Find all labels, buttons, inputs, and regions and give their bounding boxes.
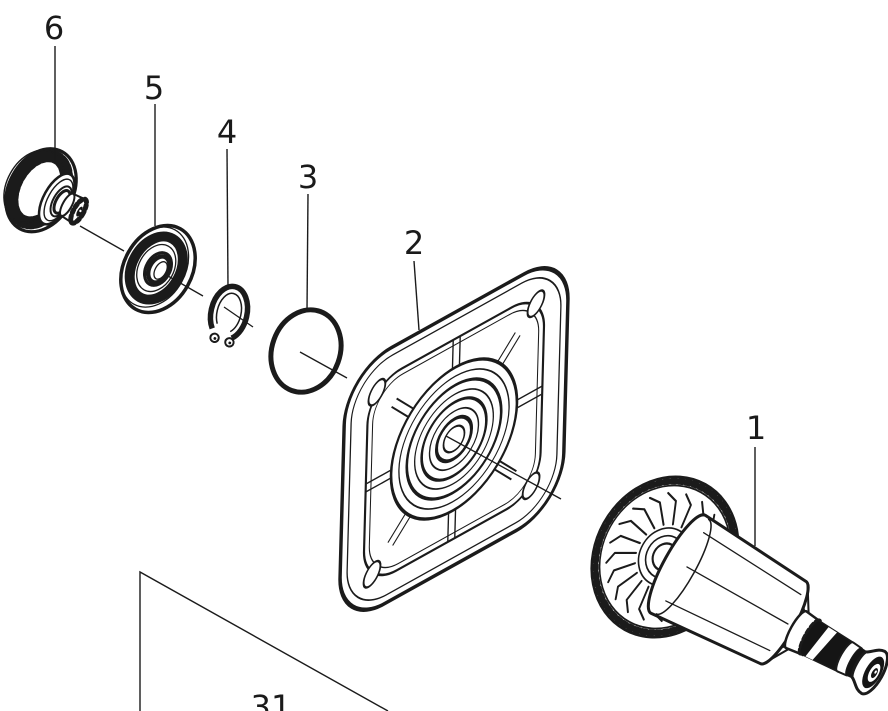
- retaining-ring-drawing: [207, 283, 251, 348]
- callout-label-3: 3: [297, 158, 319, 196]
- pinion-gear-drawing: [3, 147, 89, 234]
- leader-lines: [54, 46, 756, 546]
- armature-drawing: [590, 475, 888, 696]
- callout-label-4: 4: [216, 113, 238, 151]
- housing-outline-drawing: [139, 570, 389, 711]
- o-ring-drawing: [268, 307, 344, 395]
- callout-label-1: 1: [745, 409, 767, 447]
- assembly-axis-lines: [79, 225, 562, 500]
- callout-label-31: 31: [250, 688, 292, 711]
- callout-label-6: 6: [43, 9, 65, 47]
- ball-bearing-drawing: [119, 223, 197, 315]
- callout-label-5: 5: [143, 69, 165, 107]
- bearing-box-drawing: [338, 266, 570, 612]
- callout-label-2: 2: [403, 224, 425, 262]
